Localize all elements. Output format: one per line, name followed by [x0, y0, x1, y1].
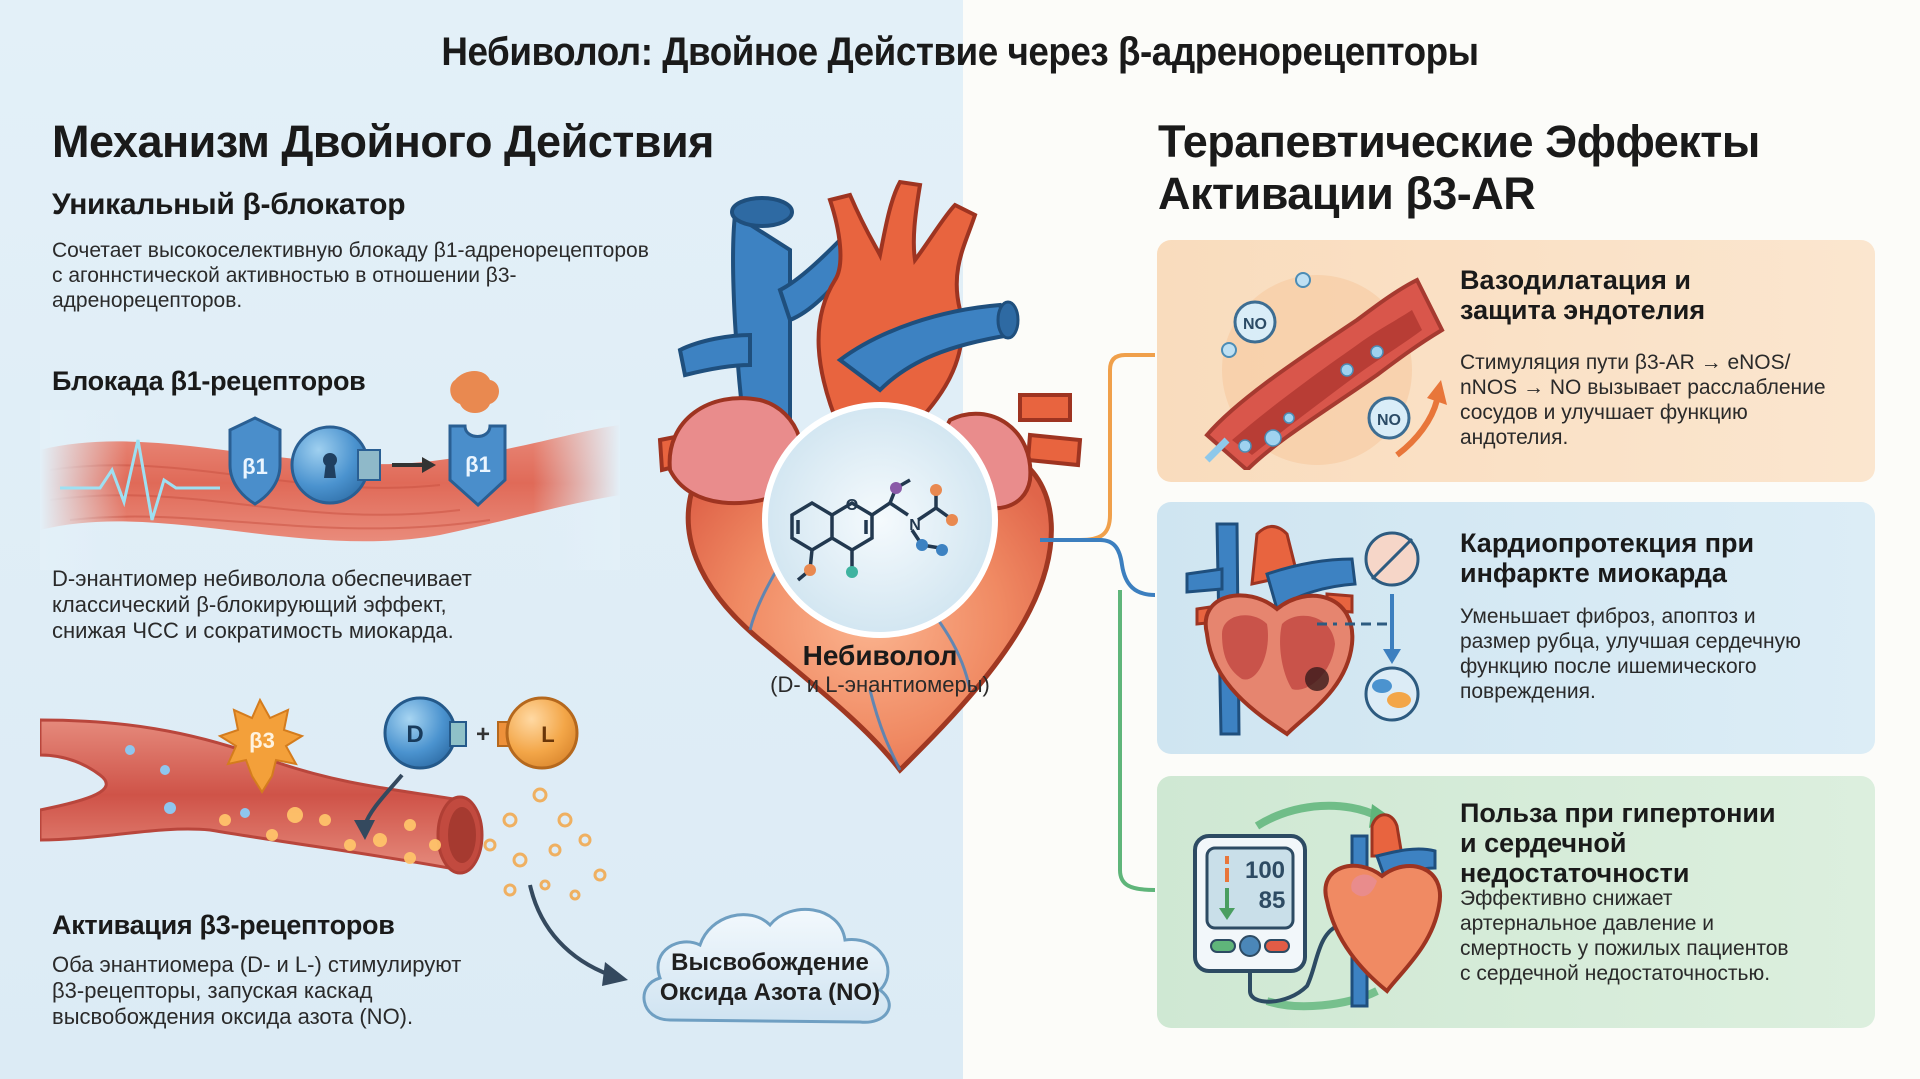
oxygen-atom-label: O: [846, 497, 858, 514]
plus-sign: +: [476, 721, 490, 748]
mechanism-heading: Механизм Двойного Действия: [52, 116, 714, 167]
unique-blocker-title: Уникальный β-блокатор: [52, 188, 406, 221]
no-bubble-label-2: NO: [1377, 412, 1401, 429]
systolic-value: 100: [1245, 857, 1285, 884]
unique-blocker-text: Сочетает высокоселективную блокаду β1-ад…: [52, 238, 732, 313]
heart-infarct-icon: [1185, 522, 1420, 737]
d-enantiomer-icon: D: [383, 696, 467, 770]
text-line: смертность у пожилых пациентов: [1460, 937, 1789, 960]
text-line: с сердечной недостаточностью.: [1460, 962, 1771, 985]
title-line: недостаточности: [1460, 858, 1690, 888]
beta3-badge-label: β3: [249, 728, 275, 753]
card-cardioprotection: Кардиопротекция при инфаркте миокарда Ум…: [1157, 502, 1875, 754]
drug-enantiomers: (D- и L-энантиомеры): [770, 672, 990, 697]
title-line: Польза при гипертонии: [1460, 798, 1776, 828]
title-line: инфаркте миокарда: [1460, 558, 1727, 588]
vessel-no-icon: NO NO: [1204, 272, 1447, 470]
heading-line-2: Активации β3-AR: [1158, 167, 1536, 219]
title-line: Вазодилатация и: [1460, 265, 1691, 295]
card-vasodilation: NO NO Вазодилатация и защита эндотелия С…: [1157, 240, 1875, 482]
text-line: сосудов и улучшает функцию: [1460, 401, 1748, 424]
title-line: защита эндотелия: [1460, 295, 1706, 325]
text-line: Стимуляция пути β3-AR → eNOS/: [1460, 351, 1791, 374]
title-line: Кардиопротекция при: [1460, 528, 1755, 558]
beta3-activation-text: Оба энантиомера (D- и L-) стимулируют β3…: [52, 952, 502, 1030]
no-bubble-label-1: NO: [1243, 316, 1267, 333]
blood-pressure-monitor-icon: 100 85: [1193, 801, 1443, 1011]
text-line: функцию после ишемического: [1460, 655, 1757, 678]
card-title: Вазодилатация и защита эндотелия: [1460, 265, 1705, 325]
text-line: снижая ЧСС и сократимость миокарда.: [52, 618, 454, 643]
text-line: Оба энантиомера (D- и L-) стимулируют: [52, 952, 462, 977]
nitric-oxide-cloud: [642, 908, 891, 1024]
heart-illustration: O N: [657, 179, 1083, 774]
nitrogen-atom-label: N: [909, 517, 921, 534]
therapeutic-effects-heading: Терапевтические Эффекты Активации β3-AR: [1158, 116, 1760, 220]
beta1-badge-label: β1: [242, 454, 268, 479]
text-line: β3-рецепторы, запуская каскад: [52, 978, 373, 1003]
page-title: Небиволол: Двойное Действие через β-адре…: [441, 30, 1479, 74]
text-line: с агоннстической активностью в отношении…: [52, 264, 517, 287]
curved-arrow-to-cloud-icon: [528, 884, 628, 986]
beta1-muscle-illustration: β1 β1: [40, 371, 620, 570]
text-line: nNOS → NO вызывает расслабление: [1460, 376, 1826, 399]
keyhole-ligand-icon: [290, 425, 381, 505]
drug-label: Небиволол (D- и L-энантиомеры): [760, 640, 1000, 698]
card-title: Кардиопротекция при инфаркте миокарда: [1460, 528, 1754, 588]
ecg-wave-icon: [60, 439, 220, 521]
connector-green: [1118, 590, 1156, 892]
beta1-blockade-text: D-энантиомер небиволола обеспечивает кла…: [52, 566, 552, 644]
beta3-star-badge-icon: β3: [217, 697, 305, 794]
text-line: высвобождения оксида азота (NO).: [52, 1004, 414, 1029]
text-line: адренорецепторов.: [52, 289, 243, 312]
cloud-label: Высвобождение Оксида Азота (NO): [650, 948, 890, 1008]
aorta: [816, 179, 978, 432]
text-line: Сочетает высокоселективную блокаду β1-ад…: [52, 239, 649, 262]
drug-name: Небиволол: [802, 640, 958, 671]
text-line: D-энантиомер небиволола обеспечивает: [52, 566, 472, 591]
no-particles: [483, 787, 607, 901]
text-line: Эффективно снижает: [1460, 887, 1673, 910]
l-label: L: [541, 722, 554, 747]
l-enantiomer-icon: L: [497, 696, 579, 770]
diastolic-value: 85: [1259, 887, 1286, 914]
text-line: Уменьшает фиброз, апоптоз и: [1460, 605, 1756, 628]
heading-line-1: Терапевтические Эффекты: [1158, 116, 1760, 167]
card-text: Эффективно снижает артернальное давление…: [1460, 886, 1860, 986]
beta1-receptor-icon: β1: [448, 371, 507, 508]
card-text: Уменьшает фиброз, апоптоз и размер рубца…: [1460, 604, 1860, 704]
beta3-activation-title: Активация β3-рецепторов: [52, 910, 395, 940]
molecule-structure-circle: [762, 402, 998, 638]
text-line: андотелия.: [1460, 426, 1569, 449]
connector-blue: [1040, 538, 1156, 597]
connector-orange: [1079, 353, 1155, 542]
text-line: размер рубца, улучшая сердечную: [1460, 630, 1801, 653]
cloud-label-line-2: Оксида Азота (NO): [659, 979, 881, 1006]
title-line: и сердечной: [1460, 828, 1627, 858]
text-line: артернальное давление и: [1460, 912, 1715, 935]
connector-lines: [1040, 353, 1156, 892]
card-text: Стимуляция пути β3-AR → eNOS/ nNOS → NO …: [1460, 350, 1860, 450]
cloud-label-line-1: Высвобождение: [671, 949, 869, 976]
card-title: Польза при гипертонии и сердечной недост…: [1460, 798, 1776, 888]
d-label: D: [406, 721, 423, 748]
beta1-blockade-title: Блокада β1-рецепторов: [52, 366, 366, 396]
beta1-receptor-label: β1: [465, 452, 491, 477]
text-line: классический β-блокирующий эффект,: [52, 592, 447, 617]
text-line: повреждения.: [1460, 680, 1596, 703]
beta1-shield-icon: β1: [228, 416, 282, 506]
beta3-vessel-illustration: β3 D + L: [40, 696, 607, 901]
card-hypertension: 100 85 Польза при гипертонии и сердечной…: [1157, 776, 1875, 1028]
